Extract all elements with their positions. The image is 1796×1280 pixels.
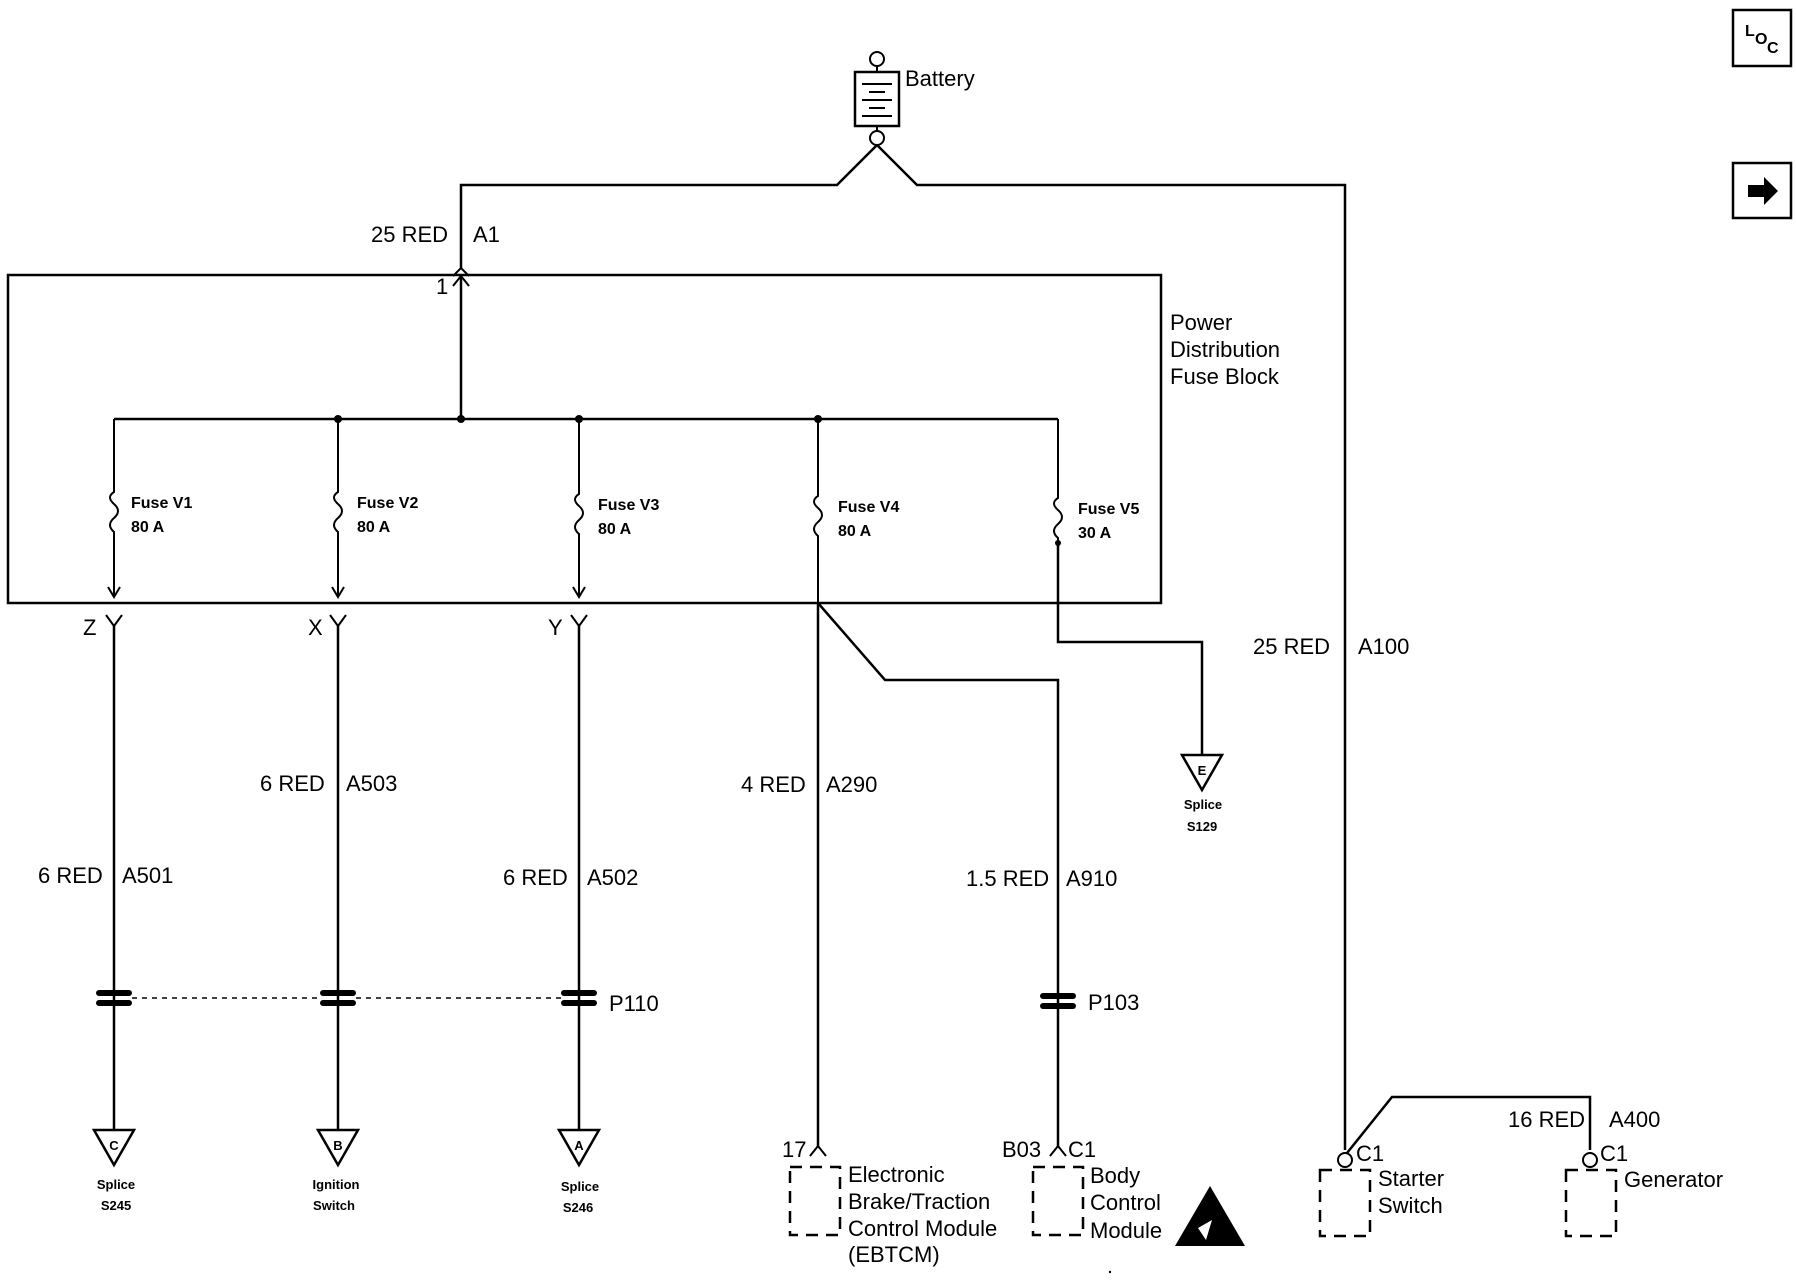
loc-icon-o: O — [1755, 31, 1767, 48]
pdfb-label-3: Fuse Block — [1170, 364, 1280, 389]
pin-1-connector — [452, 266, 470, 277]
fuse-v1-rating: 80 A — [131, 519, 165, 536]
ebtcm-line1: Electronic — [848, 1162, 945, 1187]
fuse-v5-name: Fuse V5 — [1078, 501, 1139, 518]
generator-connector: C1 — [1600, 1141, 1628, 1166]
splice-e-letter: E — [1198, 763, 1207, 778]
fuse-v2 — [331, 419, 345, 599]
splice-b-line1: Ignition — [313, 1177, 360, 1192]
wire-a100-gauge: 25 RED — [1253, 634, 1330, 659]
bcm-line1: Body — [1090, 1163, 1140, 1188]
wire-a1-gauge: 25 RED — [371, 222, 448, 247]
splice-b-letter: B — [333, 1138, 342, 1153]
p103-label: P103 — [1088, 990, 1139, 1015]
wire-a1-circuit: A1 — [473, 222, 500, 247]
wire-a290-circuit: A290 — [826, 772, 877, 797]
splice-a-letter: A — [574, 1138, 584, 1153]
fuse-v2-name: Fuse V2 — [357, 495, 418, 512]
bcm-line3: Module — [1090, 1218, 1162, 1243]
wire-a503-circuit: A503 — [346, 771, 397, 796]
wire-a910-circuit: A910 — [1066, 866, 1117, 891]
wire-a100 — [876, 144, 1347, 1150]
ebtcm-line3: Control Module — [848, 1216, 997, 1241]
splice-a-line1: Splice — [561, 1179, 599, 1194]
loc-icon-c: C — [1767, 40, 1779, 57]
fuse-v1 — [107, 419, 121, 599]
battery-label: Battery — [905, 66, 975, 91]
fuse-v5 — [1053, 419, 1063, 546]
battery-symbol — [853, 51, 901, 146]
wire-a400 — [1346, 1095, 1592, 1154]
p110-connector — [96, 990, 597, 1006]
esd-warning-icon — [1175, 1186, 1245, 1246]
wire-a501-gauge: 6 RED — [38, 863, 103, 888]
p103-connector — [1040, 993, 1076, 1009]
wire-a502-circuit: A502 — [587, 865, 638, 890]
pdfb-pin-1: 1 — [436, 274, 448, 299]
splice-c-line1: Splice — [97, 1177, 135, 1192]
wire-a501-circuit: A501 — [122, 863, 173, 888]
fuse-v3-name: Fuse V3 — [598, 497, 659, 514]
wire-a290-gauge: 4 RED — [741, 772, 806, 797]
wire-a400-circuit: A400 — [1609, 1107, 1660, 1132]
output-y: Y — [548, 615, 563, 640]
splice-e-symbol — [1179, 753, 1225, 793]
output-x: X — [308, 615, 323, 640]
wire-a100-circuit: A100 — [1358, 634, 1409, 659]
wire-a503-gauge: 6 RED — [260, 771, 325, 796]
wire-a400-gauge: 16 RED — [1508, 1107, 1585, 1132]
splice-b-line2: Switch — [313, 1198, 355, 1213]
splice-a-line2: S246 — [563, 1200, 593, 1215]
generator-label: Generator — [1624, 1167, 1723, 1192]
splice-a-symbol — [556, 1128, 602, 1168]
fuse-v3-rating: 80 A — [598, 521, 632, 538]
wire-a910-gauge: 1.5 RED — [966, 866, 1049, 891]
splice-b-symbol — [315, 1128, 361, 1168]
splice-e-line1: Splice — [1184, 797, 1222, 812]
fuse-v4-rating: 80 A — [838, 523, 872, 540]
generator-module — [1564, 1168, 1618, 1238]
wire-a1 — [459, 144, 878, 268]
loc-icon[interactable]: L O C — [1731, 8, 1793, 68]
splice-c-symbol — [91, 1128, 137, 1168]
splice-e-line2: S129 — [1187, 819, 1217, 834]
bcm-module — [1031, 1165, 1085, 1237]
pdfb-label-1: Power — [1170, 310, 1232, 335]
fuse-v3 — [572, 419, 586, 599]
wire-v5-to-s129 — [1056, 543, 1204, 755]
loc-icon-l: L — [1745, 23, 1755, 40]
fuse-v4 — [813, 419, 823, 603]
wire-a910 — [817, 602, 1060, 1146]
ebtcm-pin: 17 — [782, 1137, 806, 1162]
bcm-pin: B03 — [1002, 1137, 1041, 1162]
arrow-right-icon[interactable] — [1731, 161, 1793, 220]
output-z: Z — [83, 615, 96, 640]
ebtcm-line2: Brake/Traction — [848, 1189, 990, 1214]
ebtcm-module — [788, 1165, 842, 1237]
starter-line1: Starter — [1378, 1166, 1444, 1191]
pdfb-label-2: Distribution — [1170, 337, 1280, 362]
starter-connector: C1 — [1356, 1141, 1384, 1166]
fuse-v5-rating: 30 A — [1078, 525, 1112, 542]
p110-label: P110 — [609, 991, 659, 1016]
fuse-v4-name: Fuse V4 — [838, 499, 899, 516]
bcm-line2: Control — [1090, 1190, 1161, 1215]
fuse-v2-rating: 80 A — [357, 519, 391, 536]
bcm-connector: C1 — [1068, 1137, 1096, 1162]
ebtcm-line4: (EBTCM) — [848, 1242, 940, 1267]
wire-a502-gauge: 6 RED — [503, 865, 568, 890]
fuse-v1-name: Fuse V1 — [131, 495, 192, 512]
splice-c-line2: S245 — [101, 1198, 131, 1213]
pdfb-box — [6, 273, 1163, 605]
starter-switch-module — [1318, 1168, 1372, 1238]
splice-c-letter: C — [109, 1138, 119, 1153]
starter-line2: Switch — [1378, 1193, 1443, 1218]
